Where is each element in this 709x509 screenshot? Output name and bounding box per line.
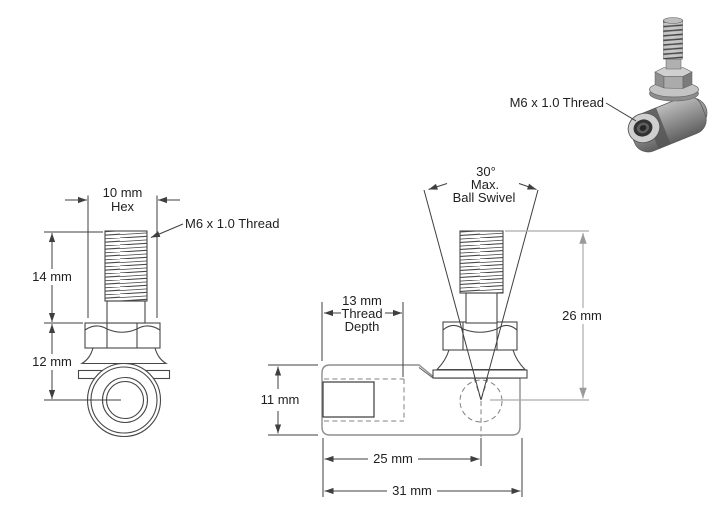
hex-nut-side [442,321,518,351]
dim-body-height: 11 mm [261,392,300,407]
isometric-view: M6 x 1.0 Thread [510,17,708,153]
dim-thread-depth-line2: Thread [341,306,382,321]
dim-swivel-line2: Max. [471,177,499,192]
dim-overall-height: 26 mm [562,308,602,323]
side-view: 30° Max. Ball Swivel 26 mm 13 mm Thread … [261,164,602,498]
cone-flange-side [435,349,527,371]
iso-callout-leader [605,102,637,122]
swivel-angle-lines [423,189,539,401]
dim-overall-length: 31 mm [392,483,432,498]
extension-lines-front [44,195,158,401]
dim-thread-depth-line1: 13 mm [342,293,382,308]
washer-flange-side [432,369,528,379]
thread-callout-label: M6 x 1.0 Thread [185,216,279,231]
cone-flange [80,347,168,365]
dim-swivel-line1: 30° [476,164,496,179]
dim-hex-width-line2: Hex [111,199,135,214]
thread-callout-leader [150,223,184,238]
threaded-stud-side [459,230,504,294]
dim-stud-length: 14 mm [32,269,72,284]
front-view: 10 mm Hex 14 mm 12 mm M6 x 1.0 Thread [32,185,279,438]
extension-lines-26mm [490,230,589,401]
dim-center-length: 25 mm [373,451,413,466]
iso-thread-callout-label: M6 x 1.0 Thread [510,95,604,110]
dim-hex-width-line1: 10 mm [103,185,143,200]
ball-hidden [459,379,503,423]
stud-shank-side [465,292,498,324]
dim-swivel-line3: Ball Swivel [453,190,516,205]
dim-thread-depth-line3: Depth [345,319,380,334]
threaded-socket [322,381,375,418]
stud-shank [106,300,146,324]
dim-housing-length: 12 mm [32,354,72,369]
threaded-stud [104,230,148,302]
thread-depth-hidden [324,378,405,422]
hex-nut [84,322,161,349]
